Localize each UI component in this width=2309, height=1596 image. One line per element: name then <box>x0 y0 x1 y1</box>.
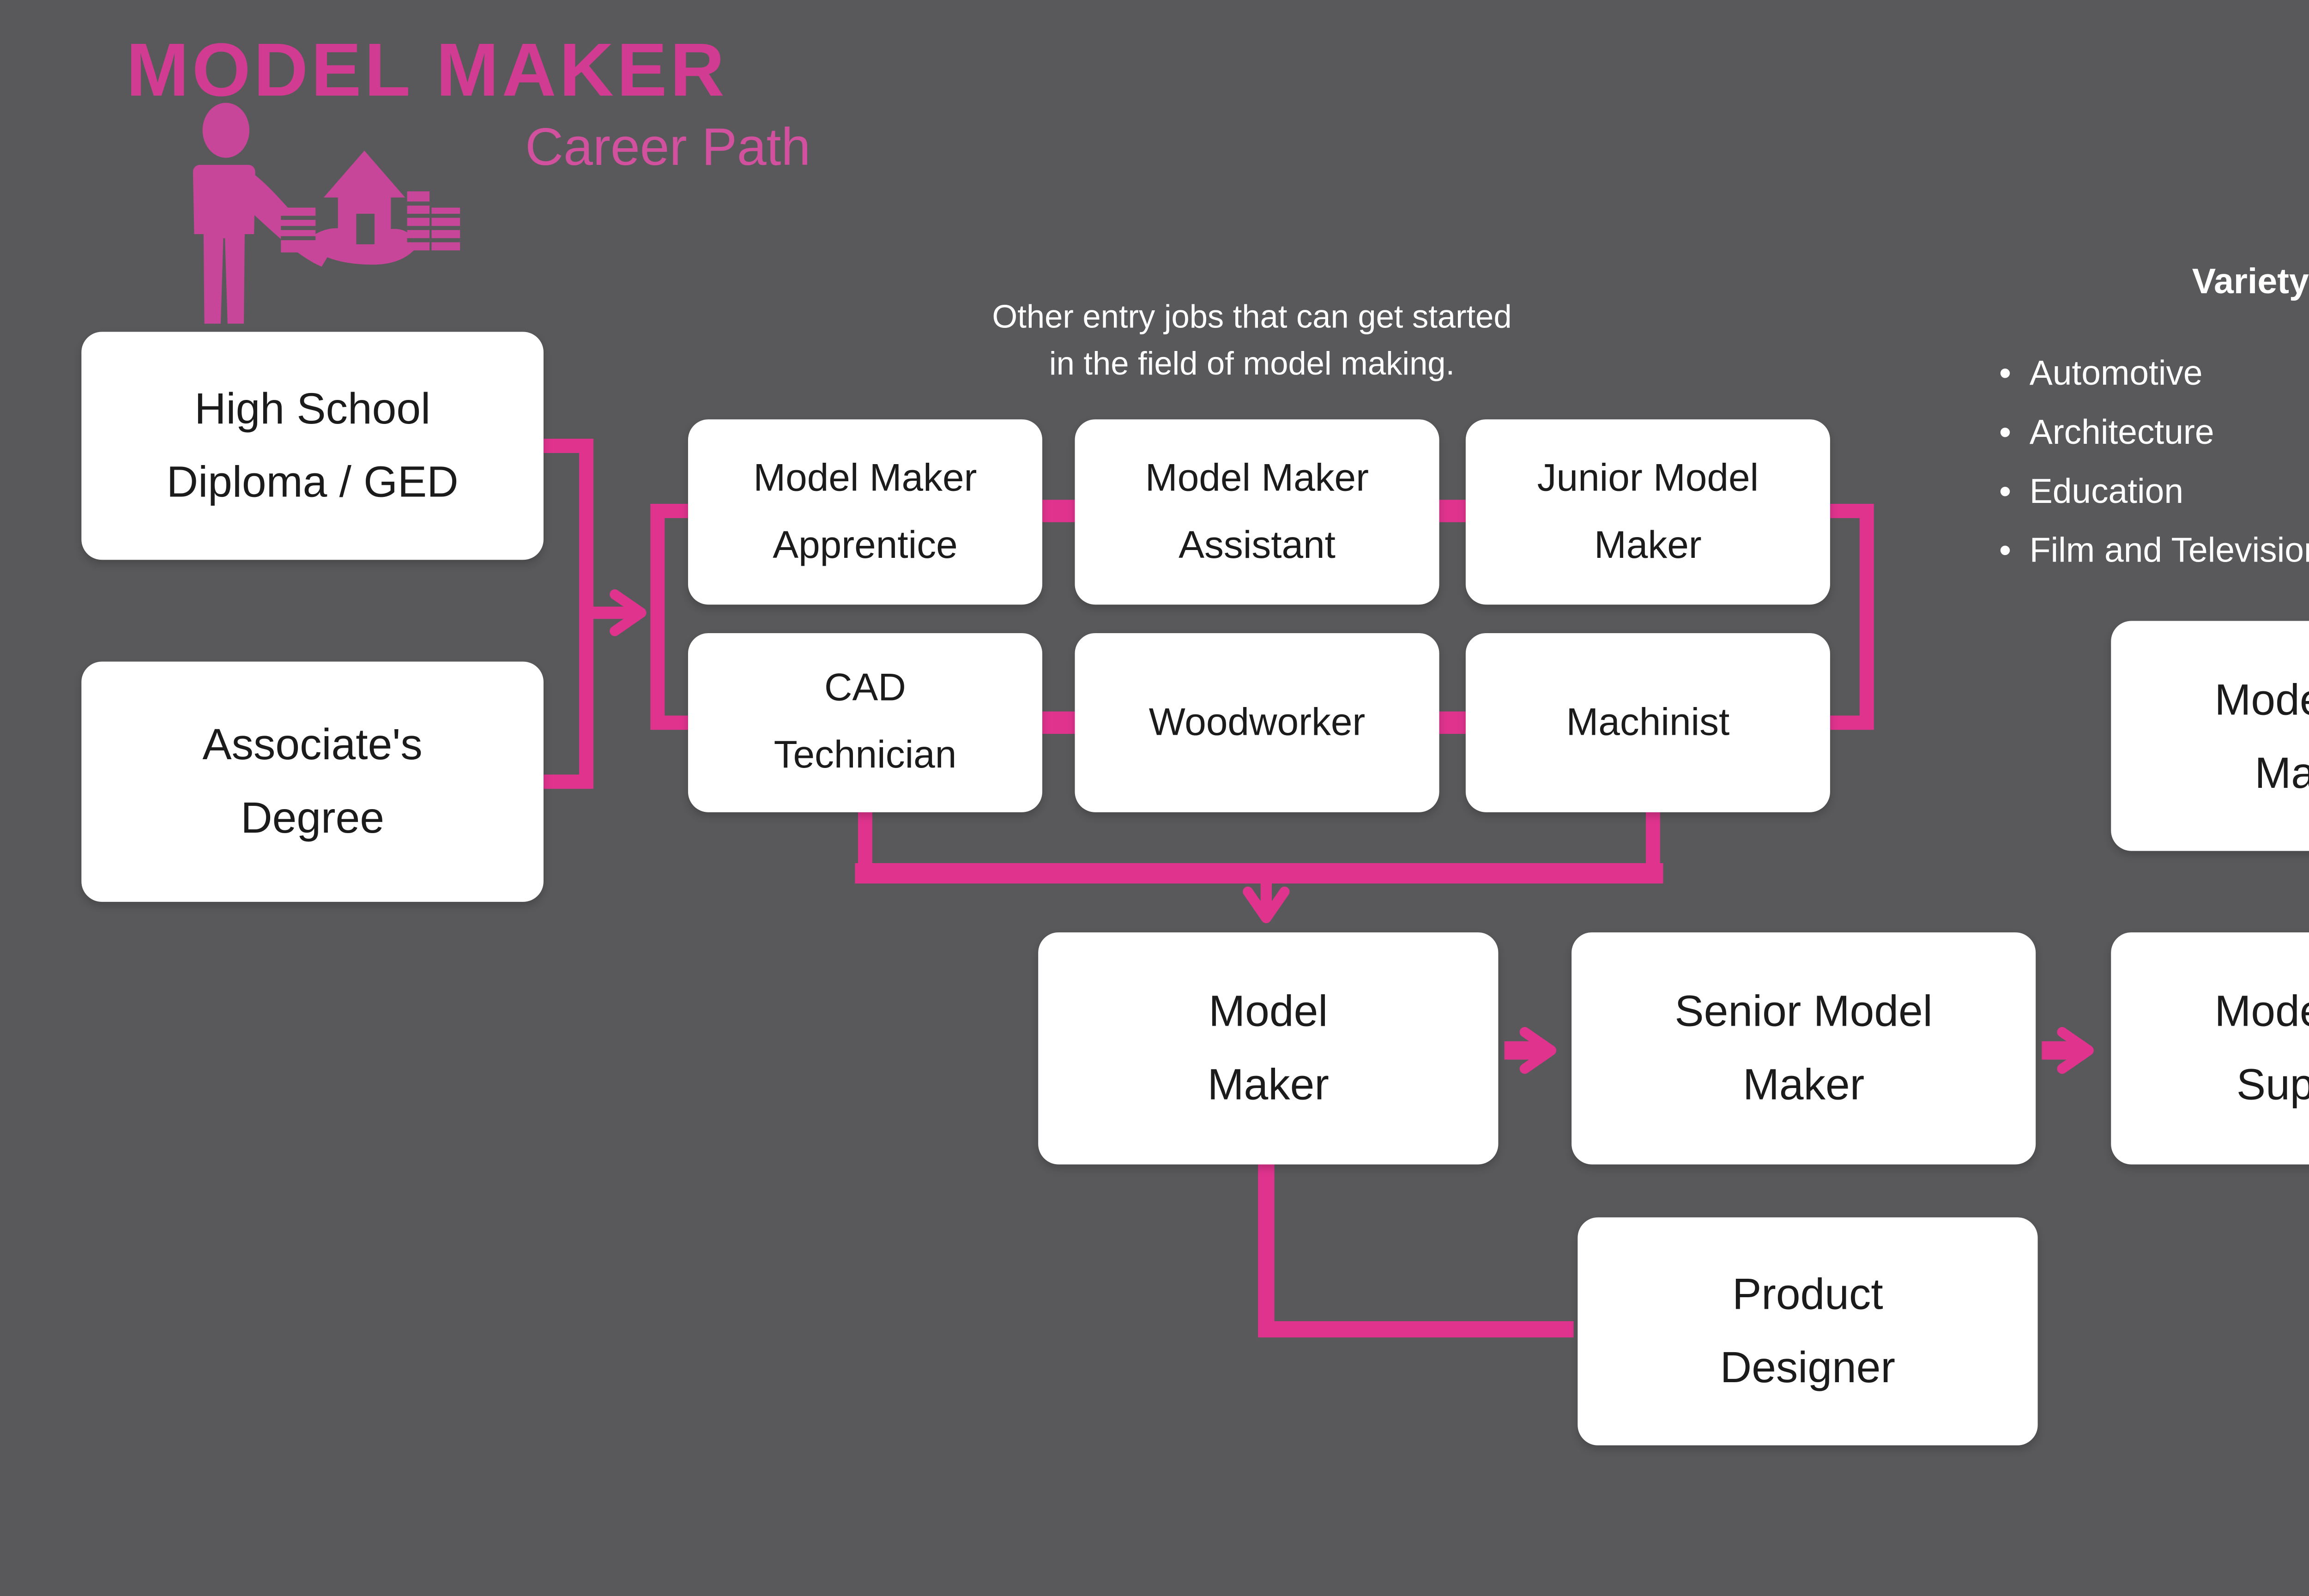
bullet-icon: • <box>1999 472 2012 511</box>
box-model-maker-apprentice: Model Maker Apprentice <box>688 419 1042 605</box>
page-title: MODEL MAKER <box>126 28 728 112</box>
box-junior-model-maker: Junior Model Maker <box>1465 419 1830 605</box>
box-model-maker-manager: Model Maker Manager <box>2111 621 2309 851</box>
bullet-icon: • <box>1999 413 2012 452</box>
entry-jobs-note: Other entry jobs that can get started in… <box>992 301 1512 383</box>
work-area-item: •Automotive <box>1999 354 2203 393</box>
box-associates-degree: Associate's Degree <box>81 661 544 902</box>
connector-education-join <box>543 438 593 789</box>
person-holding-models-icon <box>193 103 460 324</box>
connector-entry-split <box>650 504 688 730</box>
box-product-designer: Product Designer <box>1578 1217 2038 1445</box>
box-senior-model-maker: Senior Model Maker <box>1572 932 2036 1165</box>
work-areas-column-1: •Automotive •Architecture •Education •Fi… <box>1999 354 2309 590</box>
box-high-school-diploma: High School Diploma / GED <box>81 332 544 560</box>
work-area-item: •Education <box>1999 472 2184 511</box>
connector-model-to-product <box>1258 1164 1574 1338</box>
work-area-item: •Architecture <box>1999 413 2214 452</box>
work-areas-section: Variety of areas can work at: •Automotiv… <box>1954 260 2309 570</box>
box-cad-technician: CAD Technician <box>688 633 1042 812</box>
box-model-maker-supervisor: Model Maker Supervisor <box>2111 932 2309 1165</box>
bullet-icon: • <box>1999 354 2012 393</box>
page-subtitle: Career Path <box>525 116 811 177</box>
box-woodworker: Woodworker <box>1075 633 1439 812</box>
bullet-icon: • <box>1999 531 2012 570</box>
box-model-maker: Model Maker <box>1038 932 1499 1165</box>
box-model-maker-assistant: Model Maker Assistant <box>1075 419 1439 605</box>
work-area-item: •Film and Television <box>1999 531 2309 570</box>
connector-junior-machinist <box>1830 504 1874 730</box>
box-machinist: Machinist <box>1465 633 1830 812</box>
work-areas-title: Variety of areas can work at: <box>2192 260 2309 302</box>
